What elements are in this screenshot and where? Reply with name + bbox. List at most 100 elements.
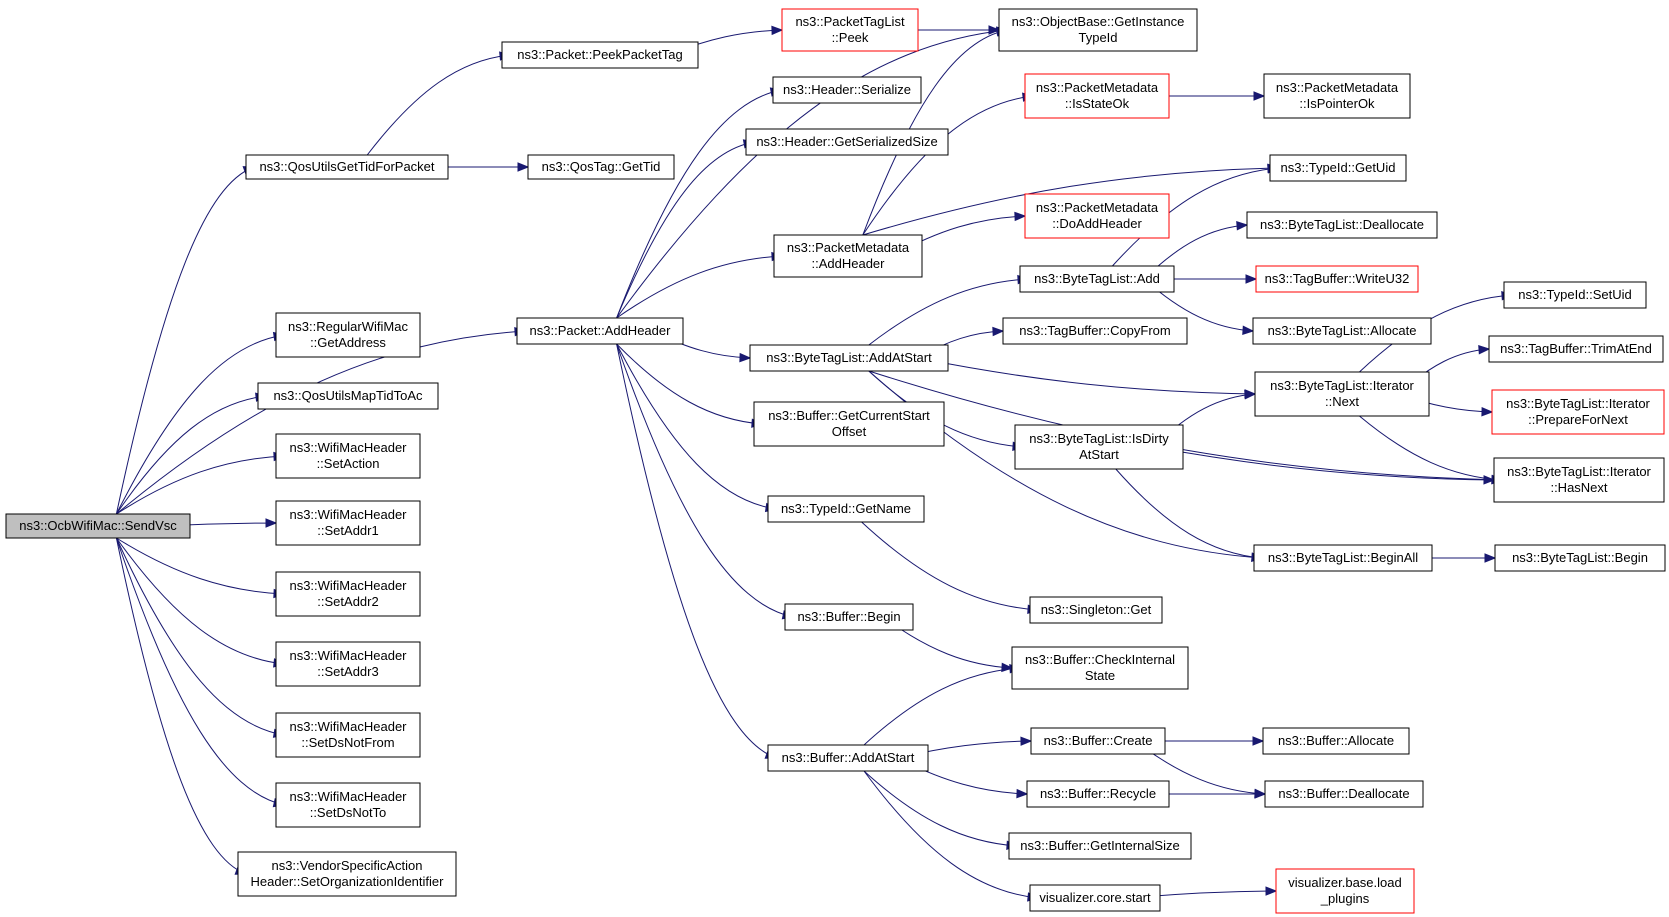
graph-node[interactable]: ns3::QosTag::GetTid xyxy=(527,154,675,180)
node-box xyxy=(1255,265,1419,293)
graph-node[interactable]: ns3::PacketMetadata::DoAddHeader xyxy=(1024,193,1170,239)
node-label: visualizer.base.load xyxy=(1288,875,1401,890)
graph-node[interactable]: ns3::TypeId::GetUid xyxy=(1269,154,1407,182)
node-box xyxy=(767,495,925,523)
graph-node[interactable]: ns3::Buffer::Deallocate xyxy=(1264,780,1424,808)
node-box xyxy=(5,513,191,539)
node-layer: ns3::OcbWifiMac::SendVsc ns3::QosUtilsGet… xyxy=(5,8,1666,914)
node-box xyxy=(1252,317,1432,345)
node-label: ns3::Singleton::Get xyxy=(1041,602,1152,617)
graph-node[interactable]: ns3::ByteTagList::Deallocate xyxy=(1246,211,1438,239)
graph-node[interactable]: ns3::WifiMacHeader::SetAddr2 xyxy=(275,571,421,617)
graph-node[interactable]: ns3::PacketMetadata::IsStateOk xyxy=(1024,73,1170,119)
graph-node[interactable]: ns3::Header::GetSerializedSize xyxy=(745,128,949,156)
graph-node[interactable]: ns3::Buffer::AddAtStart xyxy=(767,744,929,772)
node-box xyxy=(1002,317,1188,345)
node-box xyxy=(1493,457,1665,503)
node-label: ns3::ByteTagList::IsDirty xyxy=(1029,431,1169,446)
graph-node[interactable]: ns3::Packet::AddHeader xyxy=(516,317,684,345)
edge-n24-n25 xyxy=(1152,446,1496,485)
graph-node[interactable]: ns3::ByteTagList::Iterator::PrepareForNe… xyxy=(1491,389,1665,435)
node-box xyxy=(1024,73,1170,119)
node-label: ns3::WifiMacHeader xyxy=(289,440,407,455)
graph-node[interactable]: ns3::ByteTagList::Iterator::HasNext xyxy=(1493,457,1665,503)
node-label: ::SetAddr1 xyxy=(317,523,378,538)
node-label: ns3::Buffer::CheckInternal xyxy=(1025,652,1175,667)
node-box xyxy=(1494,544,1666,572)
graph-node[interactable]: ns3::ByteTagList::Add xyxy=(1019,265,1175,293)
node-label: ns3::TagBuffer::TrimAtEnd xyxy=(1500,341,1652,356)
edge-n6-n31 xyxy=(616,343,795,620)
graph-node[interactable]: ns3::Buffer::Begin xyxy=(784,603,914,631)
graph-node[interactable]: ns3::ByteTagList::Allocate xyxy=(1252,317,1432,345)
node-box xyxy=(1254,371,1430,417)
graph-node[interactable]: ns3::ByteTagList::Iterator::Next xyxy=(1254,371,1430,417)
node-box xyxy=(275,433,421,479)
node-label: ns3::Buffer::AddAtStart xyxy=(782,750,915,765)
node-box xyxy=(781,8,919,52)
graph-node[interactable]: ns3::PacketTagList::Peek xyxy=(781,8,919,52)
node-label: _plugins xyxy=(1320,891,1370,906)
node-label: ns3::Buffer::GetInternalSize xyxy=(1020,838,1179,853)
node-label: ::GetAddress xyxy=(310,335,386,350)
node-label: ns3::ByteTagList::Iterator xyxy=(1507,464,1651,479)
graph-node[interactable]: ns3::TagBuffer::TrimAtEnd xyxy=(1488,335,1664,363)
node-box xyxy=(753,401,945,447)
node-box xyxy=(1026,780,1170,808)
graph-node[interactable]: ns3::WifiMacHeader::SetDsNotTo xyxy=(275,782,421,828)
node-label: ns3::PacketMetadata xyxy=(1276,80,1399,95)
edge-n0-n49 xyxy=(115,537,248,875)
graph-node[interactable]: ns3::WifiMacHeader::SetAddr3 xyxy=(275,641,421,687)
root-node[interactable]: ns3::OcbWifiMac::SendVsc xyxy=(5,513,191,539)
node-label: ns3::Buffer::GetCurrentStart xyxy=(768,408,930,423)
node-box xyxy=(275,500,421,546)
node-label: ns3::PacketMetadata xyxy=(787,240,910,255)
edge-n0-n43 xyxy=(116,451,286,515)
node-box xyxy=(1246,211,1438,239)
graph-node[interactable]: ns3::WifiMacHeader::SetAddr1 xyxy=(275,500,421,546)
node-box xyxy=(1024,193,1170,239)
graph-node[interactable]: ns3::Singleton::Get xyxy=(1029,596,1163,624)
graph-node[interactable]: ns3::TypeId::SetUid xyxy=(1503,281,1647,309)
edge-n33-n32 xyxy=(863,664,1022,746)
graph-node[interactable]: ns3::RegularWifiMac::GetAddress xyxy=(275,312,421,358)
graph-node[interactable]: ns3::VendorSpecificActionHeader::SetOrga… xyxy=(237,851,457,897)
graph-node[interactable]: ns3::ByteTagList::Begin xyxy=(1494,544,1666,572)
graph-node[interactable]: ns3::PacketMetadata::AddHeader xyxy=(773,234,923,278)
graph-node[interactable]: ns3::Packet::PeekPacketTag xyxy=(501,41,699,69)
graph-node[interactable]: ns3::TagBuffer::WriteU32 xyxy=(1255,265,1419,293)
node-box xyxy=(998,8,1198,52)
node-label: ns3::Header::GetSerializedSize xyxy=(756,134,937,149)
graph-node[interactable]: visualizer.base.load_plugins xyxy=(1275,868,1415,914)
graph-node[interactable]: ns3::TagBuffer::CopyFrom xyxy=(1002,317,1188,345)
node-box xyxy=(275,641,421,687)
graph-node[interactable]: ns3::Buffer::Create xyxy=(1030,727,1166,755)
node-box xyxy=(275,782,421,828)
graph-node[interactable]: visualizer.core.start xyxy=(1029,884,1161,912)
graph-node[interactable]: ns3::WifiMacHeader::SetDsNotFrom xyxy=(275,712,421,758)
graph-node[interactable]: ns3::Buffer::Recycle xyxy=(1026,780,1170,808)
graph-node[interactable]: ns3::ByteTagList::BeginAll xyxy=(1253,544,1433,572)
graph-node[interactable]: ns3::WifiMacHeader::SetAction xyxy=(275,433,421,479)
node-label: ns3::ByteTagList::Iterator xyxy=(1506,396,1650,411)
graph-node[interactable]: ns3::Buffer::Allocate xyxy=(1262,727,1410,755)
node-label: State xyxy=(1085,668,1115,683)
edge-n24-n28 xyxy=(1115,468,1264,562)
graph-node[interactable]: ns3::QosUtilsGetTidForPacket xyxy=(245,154,449,180)
graph-node[interactable]: ns3::ByteTagList::AddAtStart xyxy=(749,344,949,372)
node-label: Offset xyxy=(832,424,867,439)
graph-node[interactable]: ns3::QosUtilsMapTidToAc xyxy=(257,382,439,410)
node-label: ns3::Packet::PeekPacketTag xyxy=(517,47,682,62)
node-box xyxy=(767,744,929,772)
node-label: ::SetDsNotTo xyxy=(310,805,387,820)
graph-node[interactable]: ns3::PacketMetadata::IsPointerOk xyxy=(1263,73,1411,119)
graph-node[interactable]: ns3::Header::Serialize xyxy=(772,76,922,104)
graph-node[interactable]: ns3::TypeId::GetName xyxy=(767,495,925,523)
node-label: ns3::QosUtilsGetTidForPacket xyxy=(259,159,434,174)
graph-node[interactable]: ns3::Buffer::GetInternalSize xyxy=(1008,832,1192,860)
